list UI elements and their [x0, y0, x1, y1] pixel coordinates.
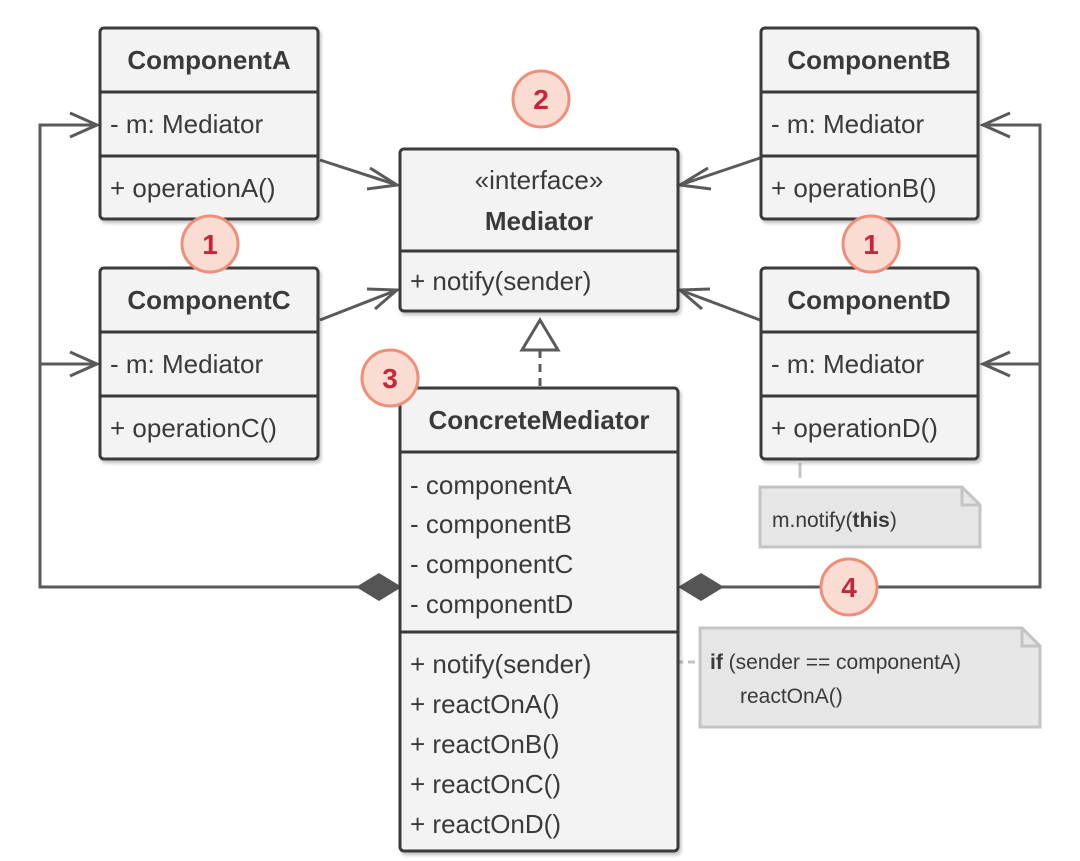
step-badge: 3 — [360, 348, 420, 408]
step-badge: 2 — [511, 69, 571, 129]
mediator-interface-box: «interface» Mediator + notify(sender) — [398, 147, 680, 313]
connectors — [38, 111, 1042, 589]
arrowhead-to-component-c — [69, 350, 101, 378]
arrowhead-to-component-d — [979, 350, 1011, 378]
association-c-to-mediator — [319, 288, 398, 322]
arrowhead-c-mediator — [366, 287, 401, 311]
component-d-field: - m: Mediator — [771, 349, 924, 379]
note-if-condition: (sender == componentA) — [723, 651, 961, 674]
component-c-box: ComponentC - m: Mediator + operationC() — [98, 266, 320, 461]
association-a-to-mediator — [319, 158, 398, 187]
mediator-method: + notify(sender) — [410, 266, 591, 296]
component-a-method: + operationA() — [110, 173, 275, 203]
association-d-to-mediator — [679, 288, 761, 322]
component-b-box: ComponentB - m: Mediator + operationB() — [759, 26, 980, 221]
component-a-name: ComponentA — [127, 45, 290, 75]
mediator-stereotype: «interface» — [475, 165, 604, 195]
step-badge-label: 4 — [841, 572, 857, 603]
svg-text:m.notify(this): m.notify(this) — [772, 509, 897, 532]
concrete-method: + reactOnC() — [410, 769, 561, 799]
arrowhead-a-mediator — [366, 166, 402, 191]
component-c-field: - m: Mediator — [110, 349, 263, 379]
note-if-body: reactOnA() — [740, 685, 843, 708]
aggregation-diamond-right — [678, 573, 724, 601]
concrete-method: + notify(sender) — [410, 649, 591, 679]
step-badge: 1 — [180, 214, 240, 274]
arrowhead-b-mediator — [675, 166, 712, 191]
concrete-method: + reactOnB() — [410, 729, 560, 759]
component-c-method: + operationC() — [110, 413, 277, 443]
note-notify-suffix: ) — [890, 509, 897, 532]
step-badge: 4 — [819, 557, 879, 617]
mediator-name: Mediator — [485, 206, 593, 236]
note-if: if (sender == componentA) reactOnA() — [698, 626, 1042, 729]
realization-triangle — [519, 317, 561, 352]
concrete-field: - componentB — [410, 509, 572, 539]
svg-text:if (sender == componentA): if (sender == componentA) — [710, 651, 961, 674]
concrete-field: - componentA — [410, 470, 573, 500]
note-notify-prefix: m.notify( — [772, 509, 853, 532]
component-b-field: - m: Mediator — [771, 109, 924, 139]
component-b-method: + operationB() — [771, 173, 936, 203]
association-b-to-mediator — [679, 156, 761, 187]
component-d-name: ComponentD — [787, 285, 950, 315]
concrete-mediator-name: ConcreteMediator — [428, 405, 649, 435]
arrowhead-to-component-a — [69, 111, 101, 139]
left-aggregation-line — [38, 123, 358, 589]
step-badge-label: 1 — [863, 229, 879, 260]
concrete-mediator-box: ConcreteMediator - componentA - componen… — [398, 386, 680, 853]
step-badge: 1 — [841, 214, 901, 274]
component-c-name: ComponentC — [127, 285, 290, 315]
note-notify: m.notify(this) — [758, 485, 982, 549]
step-badge-label: 2 — [533, 84, 549, 115]
step-badge-label: 1 — [202, 229, 218, 260]
concrete-method: + reactOnD() — [410, 809, 561, 839]
aggregation-diamond-left — [356, 573, 402, 601]
component-a-box: ComponentA - m: Mediator + operationA() — [98, 26, 320, 221]
note-notify-keyword: this — [853, 509, 890, 532]
component-d-method: + operationD() — [771, 413, 938, 443]
component-a-field: - m: Mediator — [110, 109, 263, 139]
arrowhead-to-component-b — [979, 111, 1011, 139]
component-b-name: ComponentB — [787, 45, 950, 75]
concrete-field: - componentC — [410, 549, 573, 579]
concrete-field: - componentD — [410, 589, 573, 619]
right-aggregation-line — [722, 123, 1042, 589]
concrete-method: + reactOnA() — [410, 689, 560, 719]
component-d-box: ComponentD - m: Mediator + operationD() — [759, 266, 980, 461]
step-badge-label: 3 — [382, 363, 398, 394]
note-if-keyword: if — [710, 651, 724, 674]
arrowhead-d-mediator — [676, 287, 711, 311]
